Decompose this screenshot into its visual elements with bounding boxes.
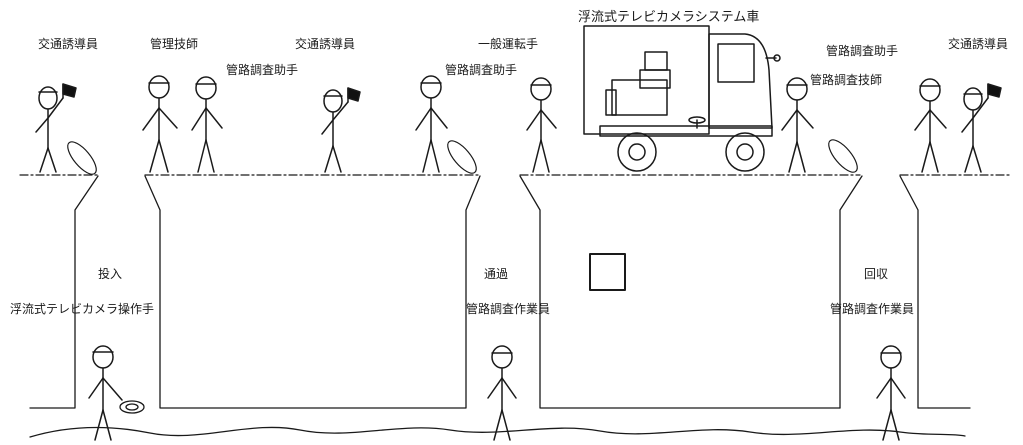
manhole-and-pipe-outline <box>29 175 971 409</box>
truck-icon <box>583 25 781 172</box>
person-pipe-worker-2 <box>876 345 906 441</box>
flag-icon <box>347 87 361 102</box>
label-pipe-assistant-2: 管路調査助手 <box>445 63 518 77</box>
label-collect: 回収 <box>864 267 889 281</box>
camera-float-icon <box>589 253 626 291</box>
person-traffic-guide-left <box>35 83 77 173</box>
camera-float-icon-insert <box>119 400 145 414</box>
person-pipe-worker-1 <box>487 345 517 441</box>
person-pipe-engineer <box>781 77 814 173</box>
flag-icon <box>987 83 1002 98</box>
label-pipe-assistant-3: 管路調査助手 <box>826 44 899 58</box>
person-traffic-guide-right <box>961 83 1002 173</box>
label-traffic-guide-mid: 交通誘導員 <box>295 37 356 51</box>
person-manager <box>142 75 178 173</box>
label-pipe-engineer: 管路調査技師 <box>810 73 883 87</box>
manhole-cover-icon <box>67 139 858 175</box>
person-pipe-assistant-1 <box>191 76 223 173</box>
label-vehicle: 浮流式テレビカメラシステム車 <box>578 10 760 25</box>
label-camera-operator: 浮流式テレビカメラ操作手 <box>10 302 155 316</box>
label-traffic-guide-right: 交通誘導員 <box>948 37 1009 51</box>
person-driver <box>526 77 557 173</box>
label-insert: 投入 <box>98 267 123 281</box>
label-pipe-assistant-1: 管路調査助手 <box>226 63 299 77</box>
person-traffic-guide-mid <box>321 87 361 173</box>
person-pipe-assistant-2 <box>415 75 448 173</box>
label-pass: 通過 <box>484 267 509 281</box>
label-pipe-worker-1: 管路調査作業員 <box>466 302 551 316</box>
label-traffic-guide-left: 交通誘導員 <box>38 37 99 51</box>
label-driver: 一般運転手 <box>478 37 539 51</box>
person-pipe-assistant-3 <box>914 78 947 173</box>
person-camera-operator <box>88 345 123 441</box>
flag-icon <box>62 83 77 98</box>
label-manager: 管理技師 <box>150 37 199 51</box>
label-pipe-worker-2: 管路調査作業員 <box>830 302 915 316</box>
